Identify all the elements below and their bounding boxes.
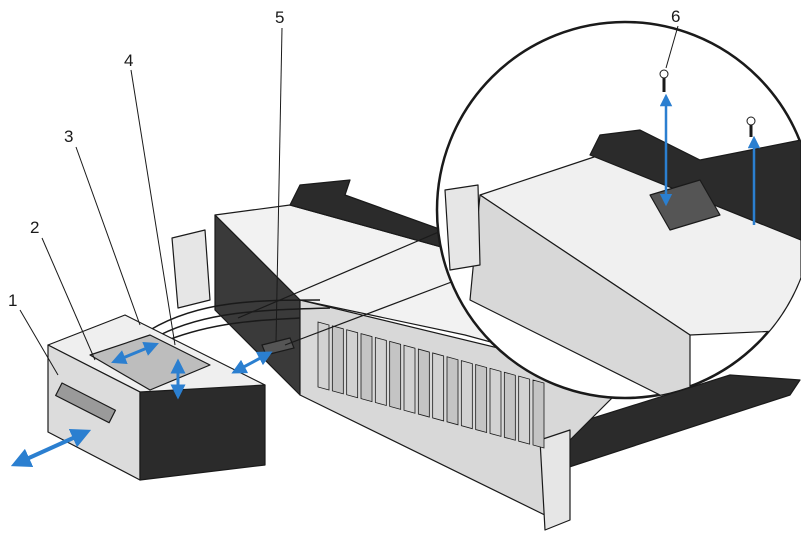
leader-2 [41,237,96,361]
control-panel-assembly [47,314,266,481]
drive-bay [503,371,516,441]
drive-bay [532,379,545,449]
board-slide-arrow [111,341,159,365]
callout-1: 1 [8,291,17,310]
drive-bay [374,336,387,406]
drive-bay [489,367,502,437]
leader-5 [275,27,283,343]
movement-arrows [10,341,273,467]
zoom-leader-line-upper [237,224,456,319]
drive-bay [360,333,373,403]
drive-bay [389,340,402,410]
drive-bay [432,352,445,422]
leader-1 [19,309,59,376]
rack-ear-right [539,429,571,531]
drive-bay [460,360,473,430]
callout-4: 4 [124,51,133,70]
pull-out-arrow [10,429,92,467]
drive-bay [403,344,416,414]
rack-ear-left [171,229,211,309]
callout-labels: 1 2 3 4 5 6 [8,7,680,310]
drive-bay [417,348,430,418]
zoom-detail [237,20,801,400]
leader-4 [130,69,176,346]
callout-3: 3 [64,127,73,146]
leader-6 [665,25,679,69]
drive-bays [317,321,545,449]
callout-5: 5 [275,8,284,27]
drive-bay [317,321,330,391]
control-panel-cables [149,299,331,341]
drive-bay [518,375,531,445]
control-panel-right [139,384,266,481]
zoom-leader-line-lower [284,274,471,346]
zoom-rack-ear [444,184,481,271]
drive-bay [446,356,459,426]
screw-right [746,116,756,126]
screws [659,69,756,137]
drive-bay [475,364,488,434]
connector-arrow [231,351,273,374]
screw-left-shank [662,78,666,92]
callout-leaders [19,25,679,376]
leader-3 [75,146,141,326]
drive-bay [346,329,359,399]
screw-right-shank [749,125,753,137]
callout-2: 2 [30,218,39,237]
callout-6: 6 [671,7,680,26]
drive-bay [331,325,344,395]
control-panel-display [55,382,117,424]
screw-left [659,69,669,79]
